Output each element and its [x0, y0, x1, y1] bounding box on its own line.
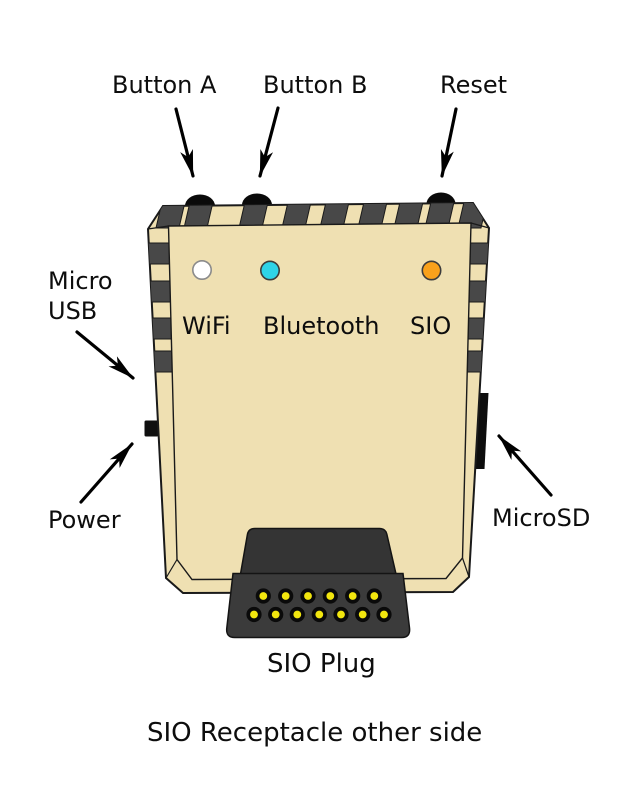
- bluetooth-led: [259, 260, 280, 281]
- micro-usb-label-line1: Micro: [48, 267, 113, 295]
- power-label: Power: [48, 506, 121, 534]
- sio-plug-label: SIO Plug: [267, 649, 376, 679]
- reset-label: Reset: [440, 71, 508, 99]
- microsd-arrow: [497, 434, 553, 497]
- left-stripe: [148, 350, 176, 373]
- wifi-led: [192, 259, 213, 280]
- sio-led: [421, 260, 442, 281]
- reset-arrow: [440, 107, 458, 178]
- wifi-led-label: WiFi: [182, 312, 231, 340]
- edge-stripes: [148, 203, 489, 373]
- microsd-label: MicroSD: [492, 504, 591, 532]
- button-a-arrow: [174, 107, 195, 178]
- sio-plug-face: [225, 572, 411, 639]
- sio-plug-pins: [246, 588, 392, 623]
- button-b-arrow: [258, 106, 280, 178]
- bluetooth-led-label: Bluetooth: [263, 312, 380, 340]
- micro-usb-arrow: [75, 330, 135, 380]
- sio-plug-hood: [239, 527, 397, 575]
- power-arrow: [79, 442, 134, 504]
- button-b-label: Button B: [263, 71, 368, 99]
- sio-plug: [225, 527, 411, 639]
- fold-lines: [147, 222, 490, 579]
- button-a-label: Button A: [112, 71, 217, 99]
- power-switch: [144, 420, 159, 437]
- sio-led-label: SIO: [410, 312, 452, 340]
- left-stripe: [148, 280, 174, 303]
- left-stripe: [148, 317, 175, 340]
- micro-usb-label-line2: USB: [48, 297, 98, 325]
- micro-usb-label: Micro USB: [48, 266, 113, 326]
- bottom-caption: SIO Receptacle other side: [147, 718, 483, 748]
- annotation-arrows: [75, 106, 553, 504]
